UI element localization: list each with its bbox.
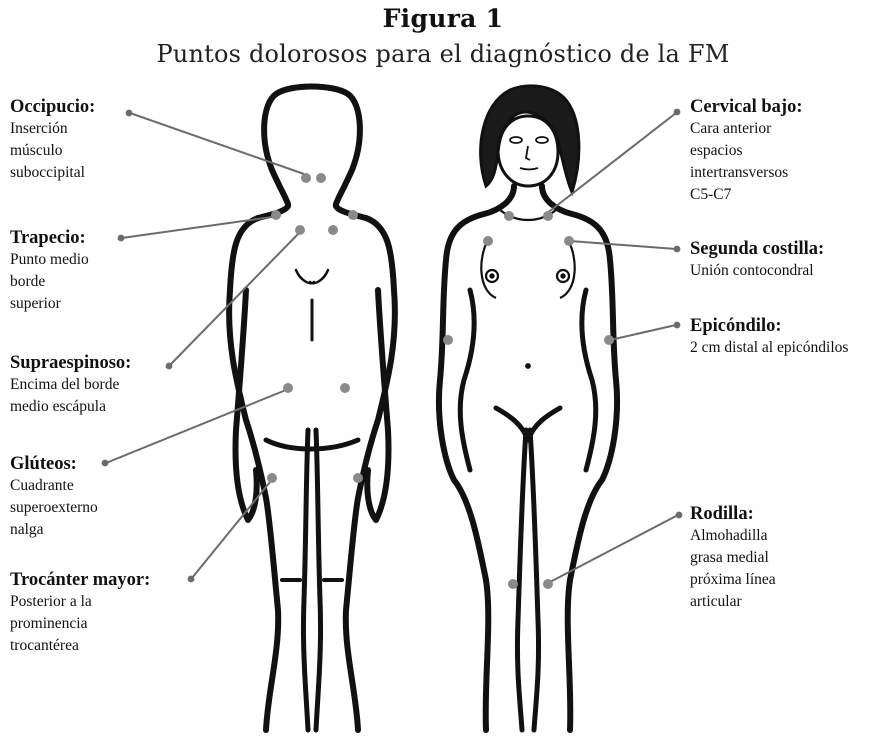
tender-point-cervical-left xyxy=(504,211,514,221)
front-left-body-outline xyxy=(439,186,514,730)
label-trapecio: Trapecio: Punto medio borde superior xyxy=(10,227,89,315)
back-right-arm xyxy=(367,290,388,520)
front-right-waist xyxy=(582,290,596,470)
label-cervical-bajo-line-4: C5-C7 xyxy=(690,184,803,206)
label-epicondilo-heading: Epicóndilo: xyxy=(690,315,848,337)
tender-point-occipucio-right xyxy=(316,173,326,183)
label-occipucio-line-2: músculo xyxy=(10,140,95,162)
label-supraespinoso: Supraespinoso: Encima del borde medio es… xyxy=(10,352,131,418)
back-head-outline xyxy=(264,87,366,219)
leader-rodilla xyxy=(550,515,678,582)
tender-point-epicondilo-right xyxy=(604,335,614,345)
leader-epicondilo xyxy=(610,325,676,340)
label-trocanter-line-1: Posterior a la xyxy=(10,591,150,613)
label-trapecio-heading: Trapecio: xyxy=(10,227,89,249)
tender-point-gluteo-left xyxy=(283,383,293,393)
front-hair xyxy=(481,86,579,192)
leader-trapecio xyxy=(122,217,272,238)
leader-dot-rodilla xyxy=(676,512,683,519)
tender-point-occipucio-left xyxy=(301,173,311,183)
label-rodilla-line-4: articular xyxy=(690,591,776,613)
label-epicondilo-line-1: 2 cm distal al epicóndilos xyxy=(690,337,848,359)
label-gluteos-line-1: Cuadrante xyxy=(10,475,98,497)
back-buttock-fold xyxy=(266,440,358,449)
label-trocanter-line-2: prominencia xyxy=(10,613,150,635)
label-occipucio-line-3: suboccipital xyxy=(10,162,95,184)
label-trapecio-line-2: borde xyxy=(10,271,89,293)
label-supraespinoso-line-2: medio escápula xyxy=(10,396,131,418)
tender-point-costilla-left xyxy=(483,236,493,246)
leader-gluteos xyxy=(106,390,286,463)
leader-dot-gluteos xyxy=(102,460,109,467)
label-segunda-costilla-line-1: Unión contocondral xyxy=(690,260,824,282)
label-cervical-bajo: Cervical bajo: Cara anterior espacios in… xyxy=(690,96,803,206)
back-head-outline-left xyxy=(258,170,288,218)
label-cervical-bajo-line-3: intertransversos xyxy=(690,162,803,184)
leader-dot-trocanter xyxy=(188,576,195,583)
label-supraespinoso-line-1: Encima del borde xyxy=(10,374,131,396)
front-left-waist xyxy=(460,290,474,470)
leader-dot-segunda-costilla xyxy=(674,246,681,253)
front-right-body-outline xyxy=(542,186,617,730)
tender-point-epicondilo-left xyxy=(443,335,453,345)
tender-point-supraespinoso-right xyxy=(328,225,338,235)
label-rodilla: Rodilla: Almohadilla grasa medial próxim… xyxy=(690,503,776,613)
label-gluteos-line-2: superoexterno xyxy=(10,497,98,519)
tender-point-trapecio-left xyxy=(271,210,281,220)
leader-trocanter xyxy=(192,482,270,578)
back-left-arm xyxy=(236,290,257,520)
leader-dot-epicondilo xyxy=(674,322,681,329)
front-face-features xyxy=(510,137,548,170)
tender-point-gluteo-right xyxy=(340,383,350,393)
leader-dot-supraespinoso xyxy=(166,363,173,370)
front-right-leg-inner xyxy=(530,430,539,730)
tender-point-rodilla-left xyxy=(508,579,518,589)
label-epicondilo: Epicóndilo: 2 cm distal al epicóndilos xyxy=(690,315,848,359)
tender-point-supraespinoso-left xyxy=(295,225,305,235)
label-segunda-costilla-heading: Segunda costilla: xyxy=(690,238,824,260)
label-rodilla-line-2: grasa medial xyxy=(690,547,776,569)
label-cervical-bajo-heading: Cervical bajo: xyxy=(690,96,803,118)
tender-point-trocanter-left xyxy=(267,473,277,483)
label-segunda-costilla: Segunda costilla: Unión contocondral xyxy=(690,238,824,282)
tender-point-costilla-right xyxy=(564,236,574,246)
label-trapecio-line-1: Punto medio xyxy=(10,249,89,271)
label-cervical-bajo-line-2: espacios xyxy=(690,140,803,162)
front-left-leg-inner xyxy=(517,430,526,730)
tender-point-trocanter-right xyxy=(353,473,363,483)
back-left-leg-inner xyxy=(303,430,308,730)
label-occipucio-line-1: Inserción xyxy=(10,118,95,140)
leader-dot-trapecio xyxy=(118,235,125,242)
back-scapula-right xyxy=(310,270,328,283)
leader-dot-occipucio xyxy=(126,110,133,117)
label-trocanter-line-3: trocantérea xyxy=(10,635,150,657)
label-rodilla-heading: Rodilla: xyxy=(690,503,776,525)
leader-occipucio xyxy=(130,113,304,174)
back-right-leg-inner xyxy=(316,430,321,730)
front-chest-details xyxy=(481,210,574,368)
back-scapula-left xyxy=(296,270,314,283)
front-view-figure xyxy=(439,86,617,730)
label-trapecio-line-3: superior xyxy=(10,293,89,315)
back-view-figure xyxy=(229,87,395,731)
label-gluteos: Glúteos: Cuadrante superoexterno nalga xyxy=(10,453,98,541)
label-gluteos-line-3: nalga xyxy=(10,519,98,541)
tender-point-rodilla-right xyxy=(543,579,553,589)
leader-segunda-costilla xyxy=(570,241,676,249)
leader-dot-cervical xyxy=(674,109,681,116)
label-occipucio-heading: Occipucio: xyxy=(10,96,95,118)
tender-point-cervical-right xyxy=(543,211,553,221)
label-trocanter-heading: Trocánter mayor: xyxy=(10,569,150,591)
label-supraespinoso-heading: Supraespinoso: xyxy=(10,352,131,374)
label-gluteos-heading: Glúteos: xyxy=(10,453,98,475)
label-cervical-bajo-line-1: Cara anterior xyxy=(690,118,803,140)
front-pelvis-v xyxy=(496,408,560,440)
label-rodilla-line-3: próxima línea xyxy=(690,569,776,591)
tender-point-trapecio-right xyxy=(348,210,358,220)
label-trocanter: Trocánter mayor: Posterior a la prominen… xyxy=(10,569,150,657)
label-occipucio: Occipucio: Inserción músculo suboccipita… xyxy=(10,96,95,184)
label-rodilla-line-1: Almohadilla xyxy=(690,525,776,547)
